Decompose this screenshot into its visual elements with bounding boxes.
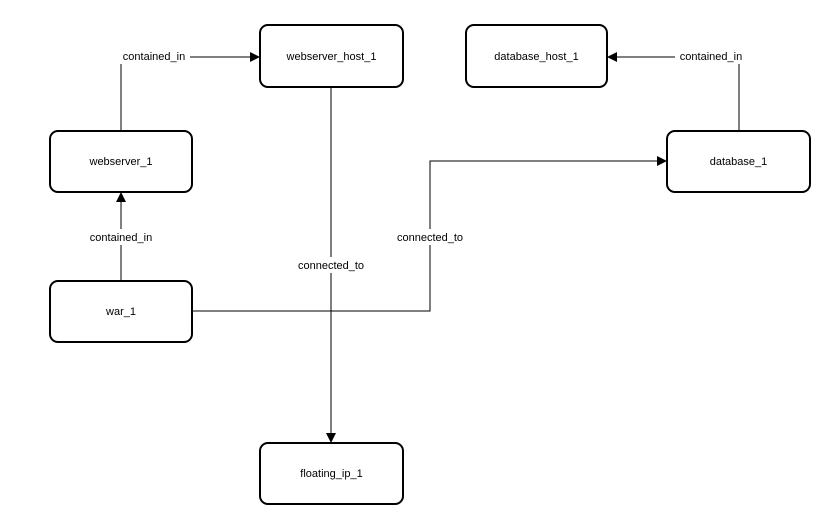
- edge-label: contained_in: [90, 232, 152, 244]
- node-webserver-1[interactable]: webserver_1: [49, 130, 193, 193]
- node-label: war_1: [105, 306, 136, 318]
- node-database-host-1[interactable]: database_host_1: [465, 24, 608, 88]
- node-box[interactable]: [666, 130, 811, 193]
- node-floating-ip-1[interactable]: floating_ip_1: [259, 442, 404, 505]
- edge-label-background: [391, 229, 469, 245]
- node-label: webserver_host_1: [286, 51, 377, 63]
- node-label: database_1: [710, 156, 768, 168]
- node-box[interactable]: [49, 280, 193, 343]
- node-box[interactable]: [465, 24, 608, 88]
- node-label: database_host_1: [494, 51, 578, 63]
- node-box[interactable]: [259, 24, 404, 88]
- node-database-1[interactable]: database_1: [666, 130, 811, 193]
- edge-webserver-to-host[interactable]: contained_in: [118, 48, 260, 130]
- node-war-1[interactable]: war_1: [49, 280, 193, 343]
- edge-label-background: [293, 257, 369, 273]
- node-label: webserver_1: [89, 156, 153, 168]
- edge-database-to-host[interactable]: contained_in: [607, 48, 747, 130]
- edge-label-background: [84, 229, 158, 245]
- edge-label-background: [118, 48, 190, 64]
- edge-line[interactable]: [607, 52, 740, 130]
- edge-label-background: [675, 48, 747, 64]
- node-box[interactable]: [49, 130, 193, 193]
- edge-line[interactable]: [120, 52, 260, 130]
- edge-host-to-floating-ip[interactable]: connected_to: [293, 88, 369, 443]
- edge-label: connected_to: [397, 232, 463, 244]
- node-label: floating_ip_1: [300, 468, 362, 480]
- node-box[interactable]: [259, 442, 404, 505]
- node-webserver-host-1[interactable]: webserver_host_1: [259, 24, 404, 88]
- edge-label: connected_to: [298, 260, 364, 272]
- edge-war-to-database[interactable]: connected_to: [192, 156, 667, 312]
- edge-label: contained_in: [680, 51, 742, 63]
- edge-war-to-webserver[interactable]: contained_in: [84, 192, 158, 280]
- edge-label: contained_in: [123, 51, 185, 63]
